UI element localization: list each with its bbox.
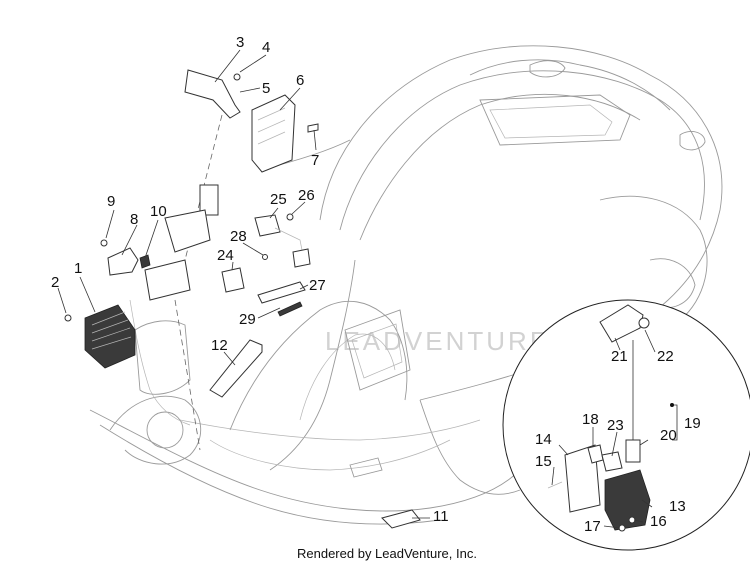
watermark: LEADVENTURE (325, 326, 550, 356)
bolt-part-2 (64, 314, 72, 322)
screw-part-28 (262, 254, 268, 260)
callout-23: 23 (607, 417, 624, 434)
callout-24: 24 (217, 247, 234, 264)
cover-part-12 (209, 339, 263, 398)
callout-15: 15 (535, 453, 552, 470)
callouts: 1 2 3 4 5 6 7 8 9 10 11 12 13 14 15 16 1… (51, 34, 701, 535)
scooter-body (89, 45, 723, 525)
screw-part-15 (547, 481, 563, 489)
leader-lines (57, 49, 656, 529)
callout-3: 3 (236, 34, 244, 51)
tie-part-29 (277, 301, 303, 317)
callout-6: 6 (296, 72, 304, 89)
callout-28: 28 (230, 228, 247, 245)
callout-11: 11 (433, 508, 449, 525)
connector-part-25 (254, 214, 281, 237)
bolt-part-9 (100, 239, 108, 247)
callout-13: 13 (669, 498, 686, 515)
regulator-part-1 (84, 304, 136, 369)
callout-21: 21 (611, 348, 628, 365)
callout-18: 18 (582, 411, 599, 428)
screw-part-26 (286, 213, 294, 221)
callout-8: 8 (130, 211, 138, 228)
callout-4: 4 (262, 39, 270, 56)
screw-part-7 (307, 123, 319, 133)
detail-inset (502, 299, 750, 551)
parts (64, 69, 421, 529)
clip-part-22 (638, 317, 650, 329)
callout-22: 22 (657, 348, 674, 365)
bracket-part-3 (184, 69, 241, 119)
callout-2: 2 (51, 274, 59, 291)
callout-10: 10 (150, 203, 167, 220)
callout-29: 29 (239, 311, 256, 328)
bolt-part-4 (233, 73, 241, 81)
plate-part-11 (381, 509, 421, 529)
callout-5: 5 (262, 80, 270, 97)
callout-14: 14 (535, 431, 552, 448)
relay-part-24 (221, 267, 245, 293)
callout-20: 20 (660, 427, 677, 444)
callout-16: 16 (650, 513, 667, 530)
sleeve-part-20 (625, 439, 641, 463)
callout-1: 1 (74, 260, 82, 277)
credit-line: Rendered by LeadVenture, Inc. (297, 546, 477, 561)
ignition-coil-part-13 (604, 469, 651, 531)
callout-12: 12 (211, 337, 228, 354)
callout-17: 17 (584, 518, 601, 535)
bracket-part-8 (107, 247, 139, 276)
bracket-part-27 (257, 281, 306, 304)
callout-19: 19 (684, 415, 701, 432)
control-unit-part-6 (251, 94, 296, 173)
callout-26: 26 (298, 187, 315, 204)
callout-9: 9 (107, 193, 115, 210)
callout-27: 27 (309, 277, 326, 294)
callout-25: 25 (270, 191, 287, 208)
frame-post (199, 184, 219, 216)
callout-7: 7 (311, 152, 319, 169)
